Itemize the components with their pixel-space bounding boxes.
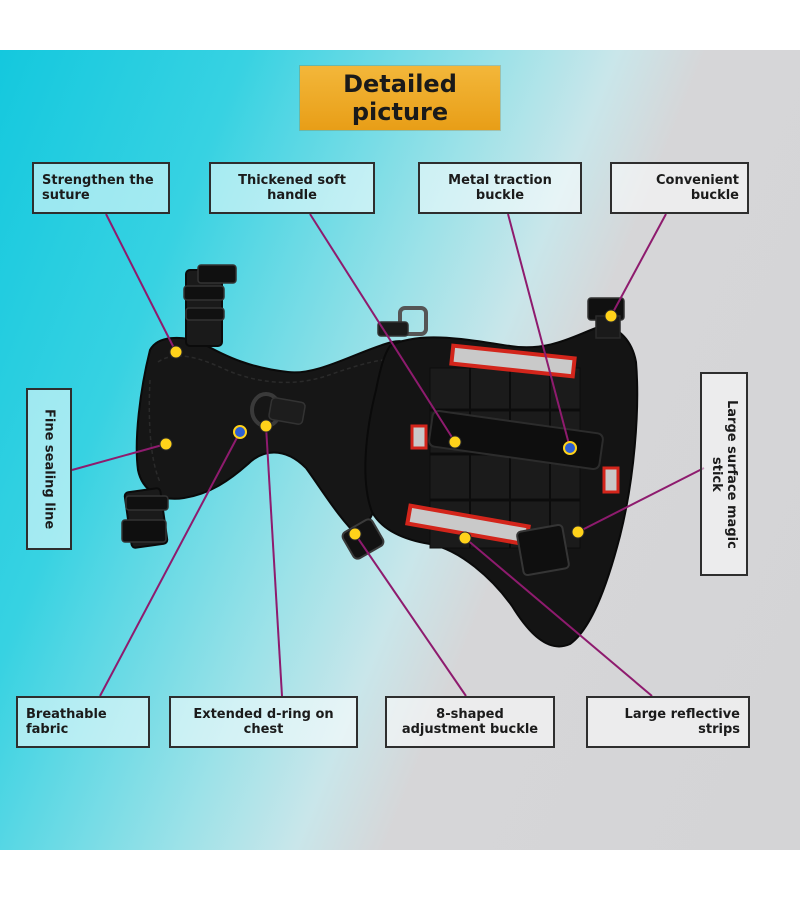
callout-fine-sealing-line: Fine sealing line	[26, 388, 72, 550]
harness-illustration	[71, 213, 705, 697]
feature-markers	[159, 309, 618, 545]
callout-extended-d-ring: Extended d-ring on chest	[169, 696, 358, 748]
callout-convenient-buckle: Convenient buckle	[610, 162, 749, 214]
callout-large-reflective-strips: Large reflective strips	[586, 696, 750, 748]
callout-breathable-fabric: Breathable fabric	[16, 696, 150, 748]
product-panel: Detailed picture Strengthen the suture T…	[0, 50, 800, 850]
callout-strengthen-suture: Strengthen the suture	[32, 162, 170, 214]
callout-large-surface-magic-stick: Large surface magic stick	[700, 372, 748, 576]
callout-thickened-handle: Thickened soft handle	[209, 162, 375, 214]
soft-handle	[428, 409, 604, 471]
page-title: Detailed picture	[300, 66, 500, 130]
leader-lines	[71, 213, 705, 697]
callout-metal-traction-buckle: Metal traction buckle	[418, 162, 582, 214]
callout-8-shaped-buckle: 8-shaped adjustment buckle	[385, 696, 555, 748]
harness-chest-piece	[121, 264, 428, 549]
